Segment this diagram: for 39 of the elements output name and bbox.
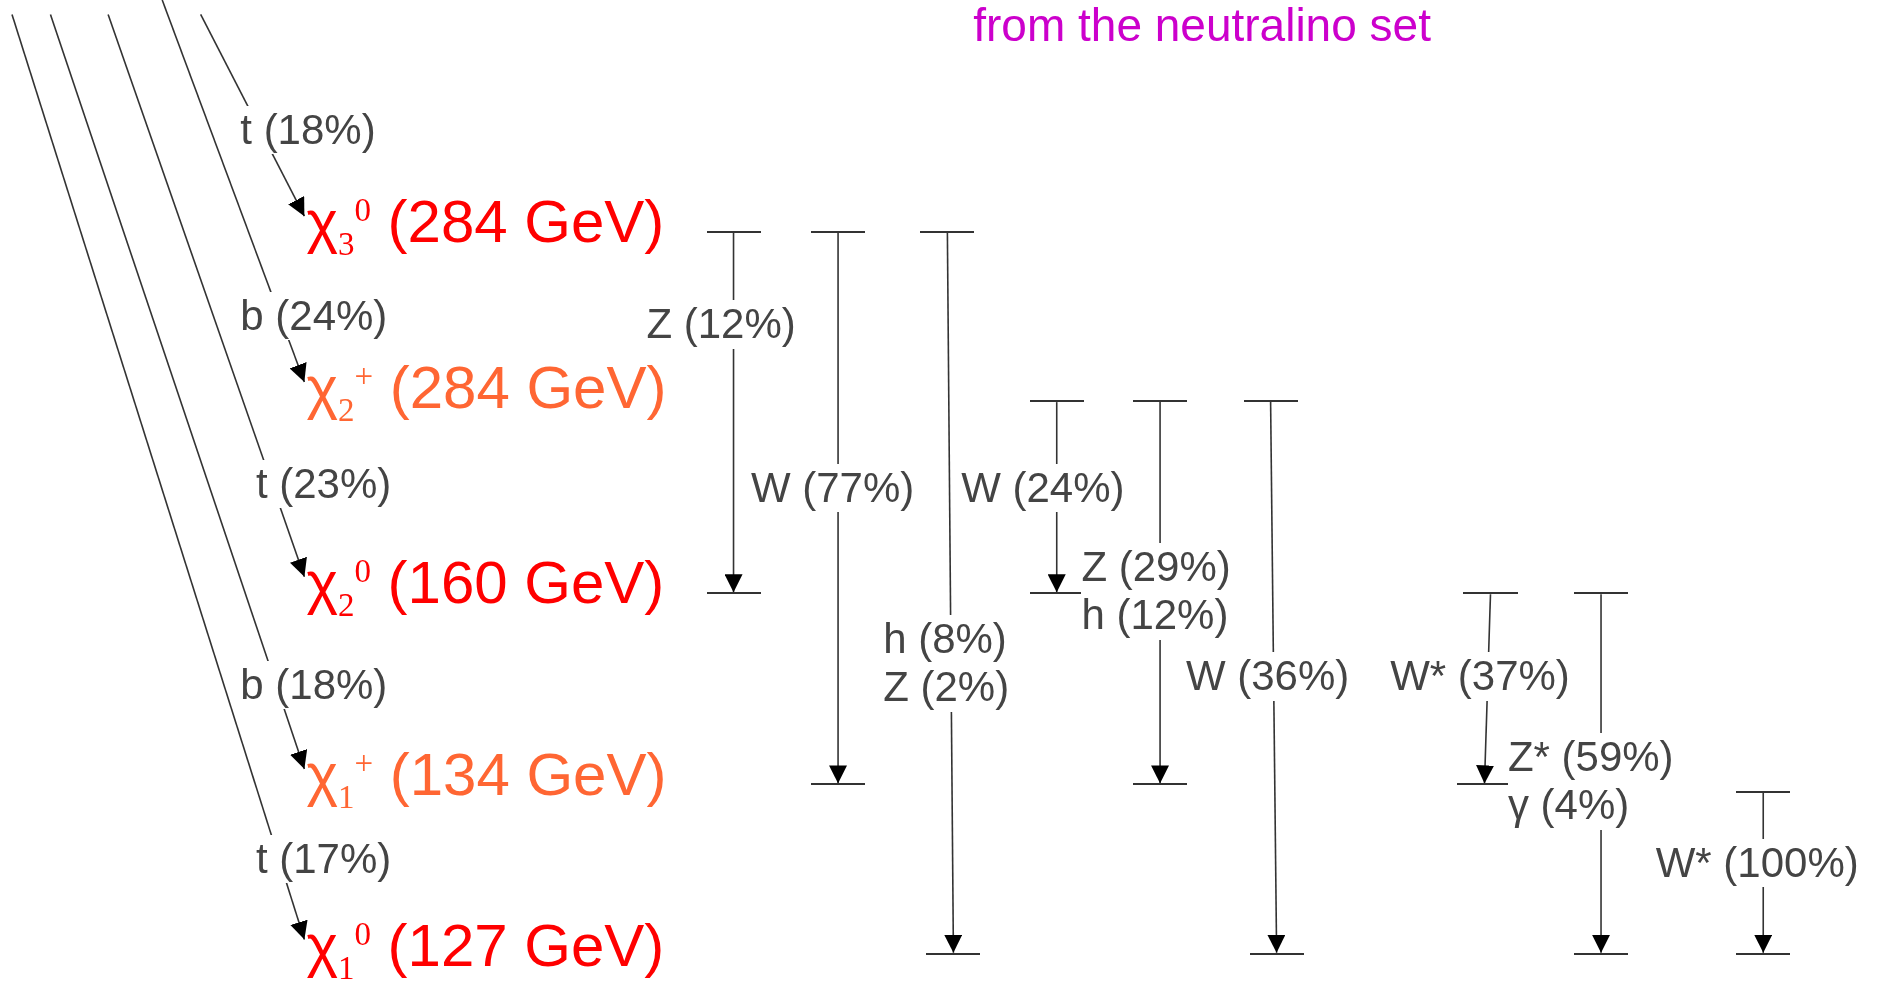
edge-label: W* (100%) [1655,838,1859,887]
energy-level-bar [706,230,761,233]
energy-level-bar [1736,952,1791,955]
energy-level-bar [1029,592,1084,595]
energy-level-bar [1243,400,1298,403]
arrow [11,13,308,941]
energy-level-bar [1463,592,1518,595]
edge-label: b (18%) [240,660,388,710]
particle-label: χ$_{2}$$^{+}$ (284 GeV) [306,358,667,428]
energy-level-bar [811,783,866,786]
edge-label: W (24%) [961,463,1125,513]
particle-label: χ$_{1}$$^{+}$ (134 GeV) [306,744,667,814]
edge-label: b (24%) [240,291,388,341]
energy-level-bar [1574,952,1629,955]
particle-label: χ$_{1}$$^{0}$ (127 GeV) [306,915,665,985]
edge-label: t (23%) [255,460,392,509]
energy-level-bar [1029,400,1084,403]
particle-label: χ$_{3}$$^{0}$ (284 GeV) [306,192,665,262]
energy-level-bar [811,230,866,233]
energy-level-bar [1133,400,1188,403]
edge-label: W (36%) [1185,652,1350,701]
energy-level-bar [1133,783,1188,786]
arrow [1267,401,1286,954]
arrow [107,13,307,578]
edge-label: Z (12%) [646,300,796,349]
title: from the neutralino set [973,2,1431,48]
energy-level-bar [926,952,981,955]
edge-label: W* (37%) [1390,652,1570,701]
edge-label: t (18%) [240,105,376,155]
particle-label: χ$_{2}$$^{0}$ (160 GeV) [306,552,665,622]
edge-label: W (77%) [750,463,915,513]
energy-level-bar [1574,592,1629,595]
energy-level-bar [1249,952,1304,955]
energy-level-bar [706,592,761,595]
arrow [829,231,848,785]
energy-level-bar [1736,790,1791,793]
edge-label: t (17%) [255,835,392,884]
arrow [49,13,308,770]
energy-level-bar [920,230,975,233]
